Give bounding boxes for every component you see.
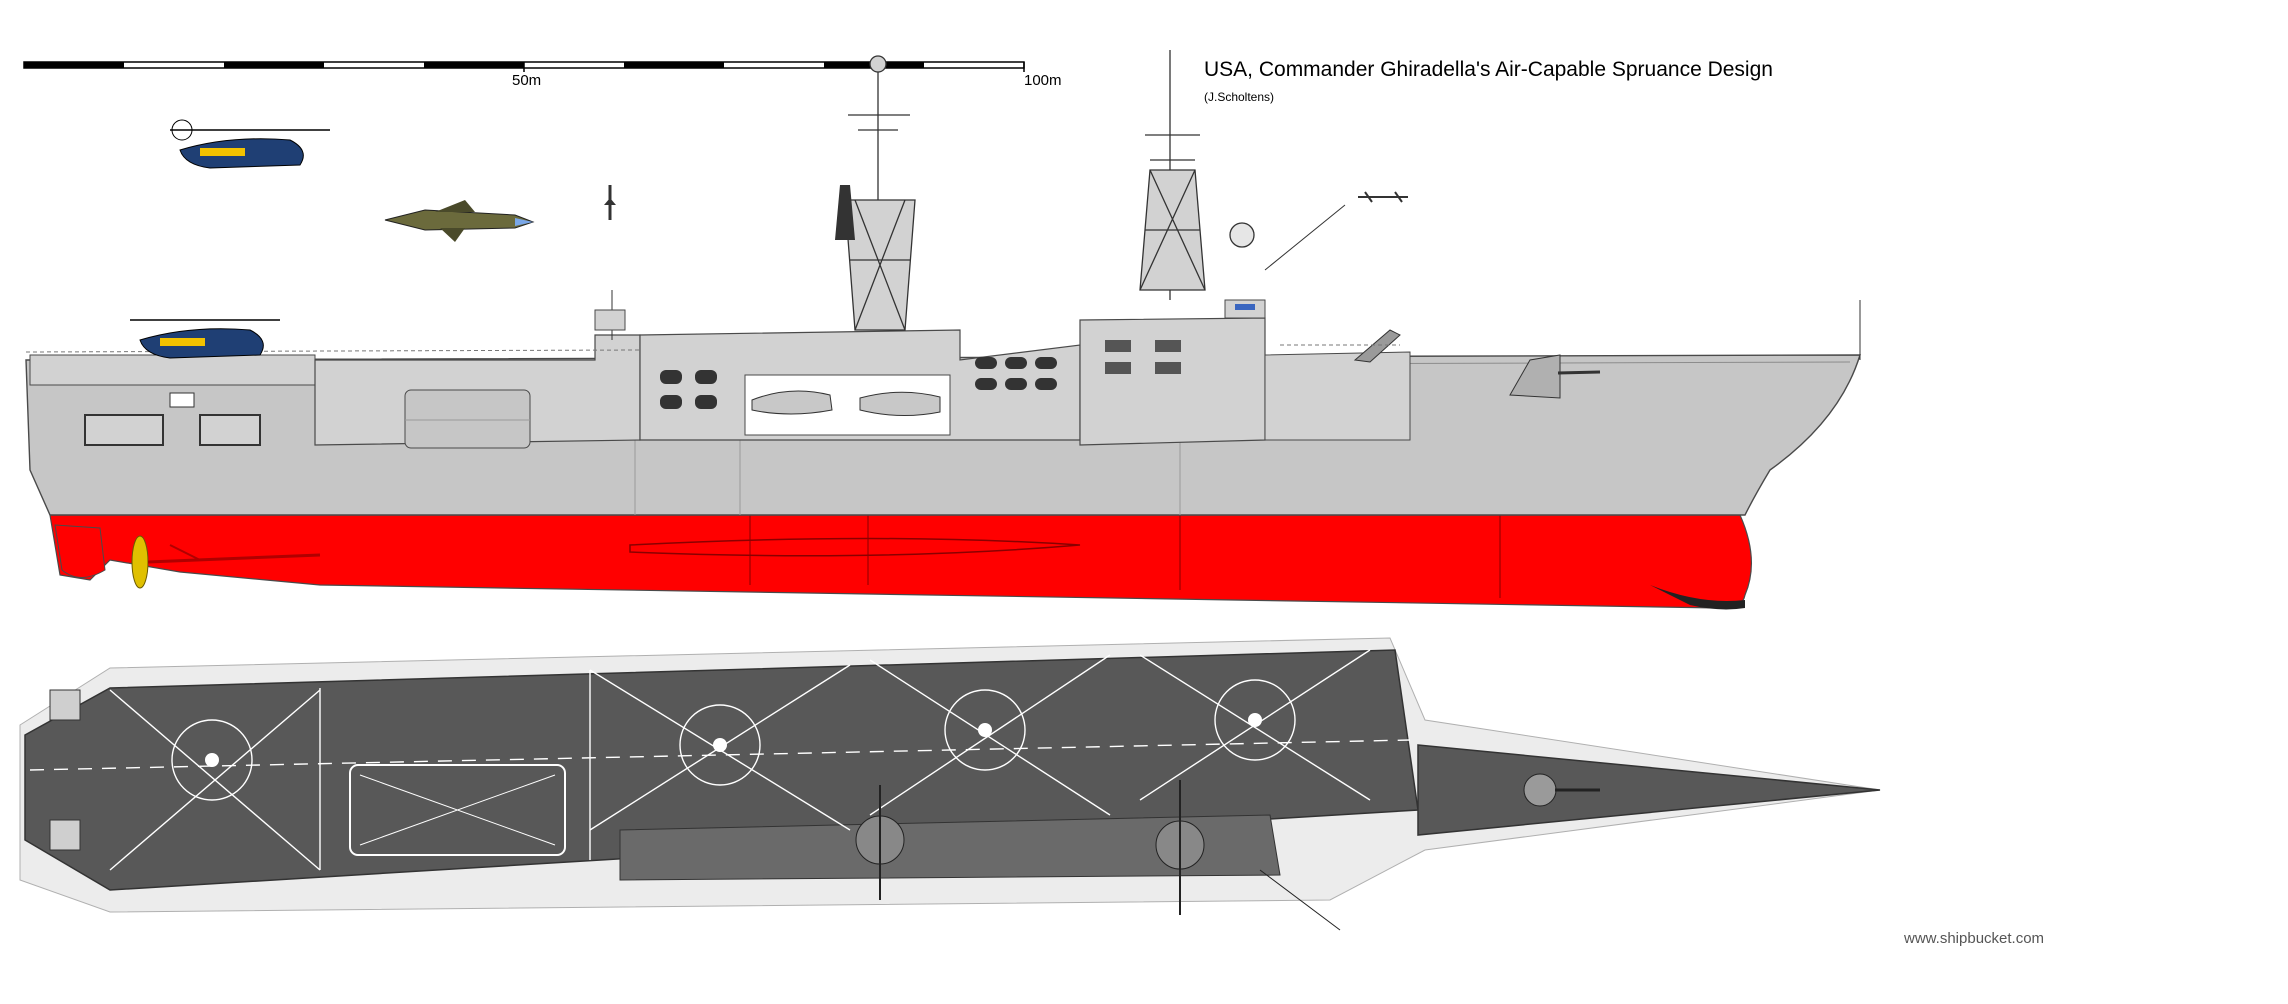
main-gun (1509, 354, 1601, 399)
scale-label-50m: 50m (512, 72, 542, 89)
aft-deckhouse (29, 354, 316, 386)
side-profile (25, 50, 1861, 610)
drawing-title: USA, Commander Ghiradella's Air-Capable … (1204, 58, 1773, 81)
bridge-block (1079, 317, 1266, 446)
author-credit: (J.Scholtens) (1204, 90, 1275, 104)
bow-boot (1650, 585, 1745, 610)
scale-label-100m: 100m (1024, 72, 1062, 89)
rudder (54, 524, 106, 578)
helicopter-top (170, 119, 330, 169)
harrier-jet (384, 200, 535, 242)
fwd-mast (1139, 50, 1255, 300)
aft-funnel (835, 185, 855, 240)
propeller (131, 535, 321, 589)
watermark: www.shipbucket.com (1904, 930, 2045, 947)
spot-centers (205, 713, 1262, 767)
hull-antifouling (49, 514, 1752, 609)
helicopter-deck (130, 319, 280, 359)
bow-deck (1417, 744, 1881, 836)
plan-view (19, 637, 1881, 931)
aft-mast (844, 55, 916, 331)
portholes (660, 357, 1057, 409)
missile-icon (604, 185, 616, 220)
